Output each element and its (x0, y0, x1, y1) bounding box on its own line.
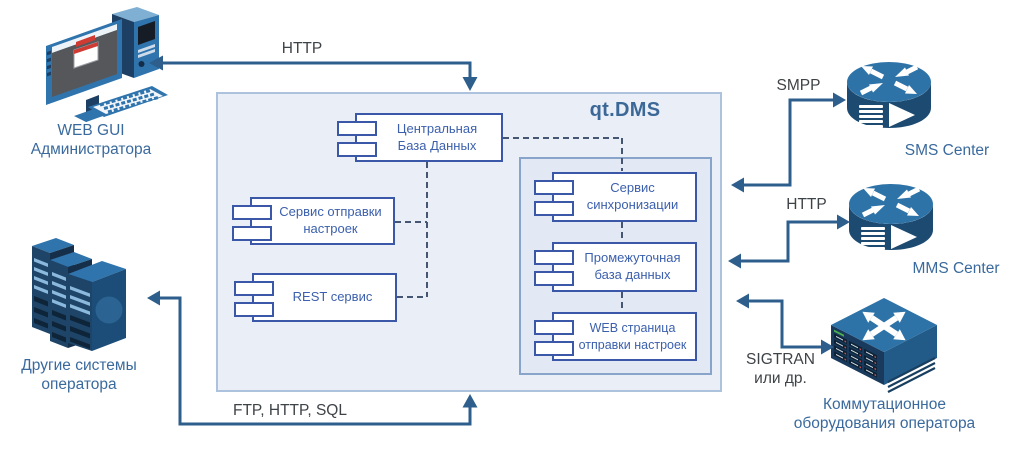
label-line: или др. (754, 369, 807, 387)
component-central-db: Центральная База Данных (337, 113, 503, 162)
component-label: Промежуточная (584, 250, 681, 266)
component-port-icon (234, 302, 274, 317)
sms-router-icon (847, 62, 931, 128)
caption-sms-center: SMS Center (858, 141, 1024, 160)
label-ftp-http-sql: FTP, HTTP, SQL (233, 402, 347, 419)
component-port-icon (534, 341, 574, 356)
component-label: Сервис (610, 180, 655, 196)
mms-router-icon (849, 184, 933, 250)
caption-line: Коммутационное (823, 396, 946, 413)
component-label: настроек (303, 221, 358, 236)
component-port-icon (534, 250, 574, 265)
connector-smpp (731, 92, 846, 193)
component-port-icon (534, 201, 574, 216)
desktop-computer-icon (46, 7, 168, 122)
caption-web-gui: WEB GUI Администратора (11, 121, 171, 160)
caption-line: WEB GUI (57, 122, 125, 139)
component-label: REST сервис (292, 289, 373, 305)
component-port-icon (234, 281, 274, 296)
caption-line: SMS Center (904, 142, 990, 159)
component-label: WEB страница (589, 321, 676, 336)
arrowhead-down-icon (462, 77, 478, 91)
label-sigtran: SIGTRAN или др. (723, 351, 838, 388)
arrowhead-left-icon (736, 293, 749, 309)
connector-sigtran (736, 293, 834, 355)
component-intermediate-db: Промежуточная база данных (534, 242, 697, 292)
component-port-icon (232, 226, 272, 241)
component-label: синхронизации (586, 197, 679, 212)
label-http-top: HTTP (281, 40, 323, 57)
caption-line: Другие системы (21, 357, 137, 374)
caption-line: Администратора (30, 141, 152, 159)
caption-line: MMS Center (912, 260, 1000, 277)
label-http-right: HTTP (786, 196, 827, 213)
component-label: База Данных (397, 137, 477, 153)
component-port-icon (232, 205, 272, 220)
component-port-icon (337, 121, 377, 136)
component-sync-service: Сервис синхронизации (534, 172, 697, 222)
component-port-icon (534, 320, 574, 335)
component-web-settings-page: WEB страница отправки настроек (534, 312, 697, 361)
arrowhead-left-icon (728, 253, 741, 269)
system-title: qt.DMS (589, 99, 661, 121)
component-label: Сервис отправки (279, 204, 382, 220)
component-port-icon (337, 142, 377, 157)
component-label: Центральная (396, 120, 478, 136)
caption-line: оборудования оператора (793, 415, 976, 433)
network-switch-icon (831, 298, 937, 393)
caption-line: оператора (41, 376, 117, 394)
caption-switch: Коммутационное оборудования оператора (762, 395, 1007, 434)
component-rest-service: REST сервис (234, 273, 397, 322)
server-rack-icon (32, 238, 126, 351)
arrowhead-left-icon (731, 177, 744, 193)
component-label: база данных (594, 267, 671, 282)
caption-other-systems: Другие системы оператора (0, 356, 158, 395)
component-port-icon (534, 180, 574, 195)
label-line: SIGTRAN (746, 351, 815, 368)
component-send-settings-service: Сервис отправки настроек (232, 197, 395, 245)
label-smpp: SMPP (776, 77, 821, 94)
component-port-icon (534, 271, 574, 286)
arrowhead-up-icon (462, 394, 478, 408)
connector-http-top (149, 55, 478, 91)
connector-http-right (728, 214, 850, 269)
caption-mms-center: MMS Center (866, 259, 1024, 278)
component-label: отправки настроек (578, 337, 687, 352)
